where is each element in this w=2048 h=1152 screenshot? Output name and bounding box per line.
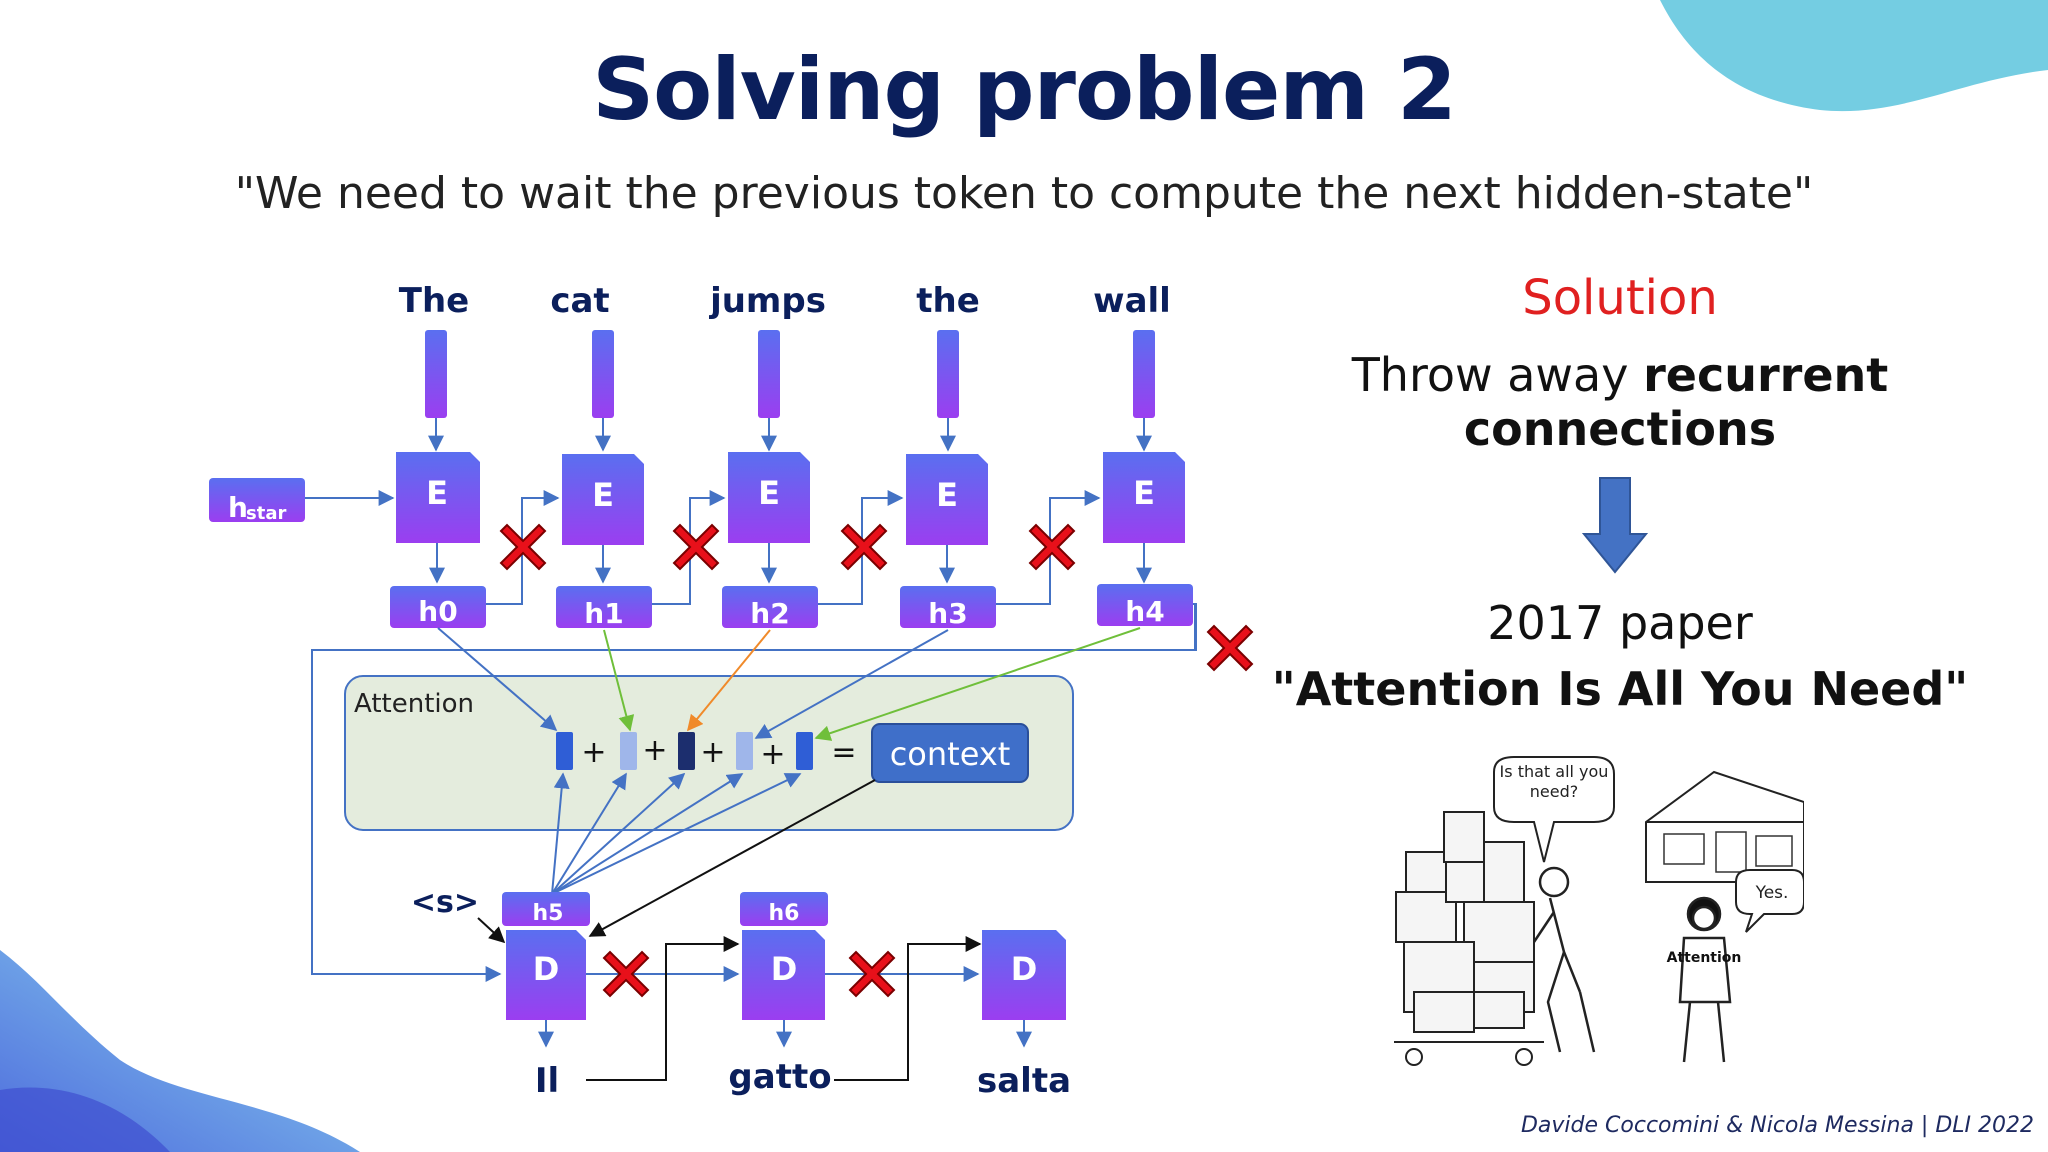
decoder-state-label: h6: [769, 901, 800, 926]
paper-title: "Attention Is All You Need": [1271, 662, 1969, 716]
cartoon-illustration: Is that all you need? Attention Yes.: [1384, 752, 1804, 1082]
solution-text-plain: Throw away: [1351, 348, 1644, 402]
output-token: salta: [977, 1061, 1071, 1101]
decoder-label: D: [1011, 950, 1038, 988]
weighted-bars: [556, 732, 813, 770]
plus-sign: +: [642, 733, 667, 768]
decoder-state-label: h5: [533, 901, 564, 926]
input-token: wall: [1093, 281, 1171, 321]
encoder-box: [562, 454, 644, 545]
encoder-label: E: [1133, 474, 1155, 512]
hidden-state-label: h2: [750, 597, 789, 630]
blob-top-right: [1660, 0, 2048, 112]
encoder-label: E: [936, 476, 958, 514]
embedding-bars: [425, 330, 1155, 418]
input-token: The: [399, 281, 469, 321]
encoder-blocks: [396, 452, 1185, 545]
decoder-box: [742, 930, 825, 1020]
decoder-state-box: [502, 892, 590, 926]
start-token: <s>: [411, 885, 479, 920]
cartoon-bubble-2: Yes.: [1755, 883, 1789, 903]
input-token: jumps: [708, 281, 826, 321]
input-token: cat: [550, 281, 609, 321]
hidden-state-label: h3: [928, 597, 967, 630]
context-box: [871, 723, 1029, 783]
svg-text:star: star: [246, 503, 286, 524]
solution-text: Throw away recurrent connections: [1290, 348, 1950, 456]
encoder-label: E: [426, 474, 448, 512]
solution-text-bold: recurrent connections: [1463, 348, 1889, 456]
solution-panel: Solution Throw away recurrent connection…: [1290, 270, 1950, 456]
attention-block: [344, 675, 1074, 831]
cartoon-bubble-1: Is that all you need?: [1499, 762, 1609, 801]
hidden-state-label: h0: [418, 595, 457, 628]
hidden-state-label: h1: [584, 597, 623, 630]
paper-year: 2017 paper: [1487, 596, 1753, 650]
decoder-label: D: [533, 950, 560, 988]
equals-sign: =: [831, 735, 856, 770]
slide-title: Solving problem 2: [592, 40, 1457, 140]
context-label: context: [890, 735, 1011, 773]
output-token: Il: [535, 1061, 559, 1101]
slide-footer: Davide Coccomini & Nicola Messina | DLI …: [1520, 1113, 2034, 1138]
solution-label: Solution: [1522, 270, 1718, 326]
decoder-box: [982, 930, 1066, 1020]
encoder-box: [1103, 452, 1185, 543]
plus-sign: +: [700, 735, 725, 770]
architecture-diagram: The cat jumps the wall h star: [209, 281, 1254, 1101]
attention-label: Attention: [354, 689, 474, 719]
encoder-label: E: [592, 476, 614, 514]
hidden-state-label: h4: [1125, 595, 1164, 628]
h-start-box: h star: [209, 478, 305, 524]
down-arrow-icon: [1581, 477, 1649, 574]
decoder-box: [506, 930, 586, 1020]
encoder-box: [728, 452, 810, 543]
plus-sign: +: [581, 735, 606, 770]
plus-sign: +: [760, 737, 785, 772]
hidden-state-boxes: [390, 584, 1193, 628]
cartoon-character-label: Attention: [1667, 950, 1742, 966]
output-token: gatto: [728, 1057, 831, 1097]
decoder-label: D: [771, 950, 798, 988]
encoder-label: E: [758, 474, 780, 512]
slide-subtitle: "We need to wait the previous token to c…: [234, 168, 1814, 219]
decoder-state-box: [740, 892, 828, 926]
input-token: the: [916, 281, 980, 321]
encoder-box: [906, 454, 988, 545]
cross-icons: [499, 523, 1254, 998]
svg-text:h: h: [228, 491, 248, 524]
encoder-box: [396, 452, 480, 543]
